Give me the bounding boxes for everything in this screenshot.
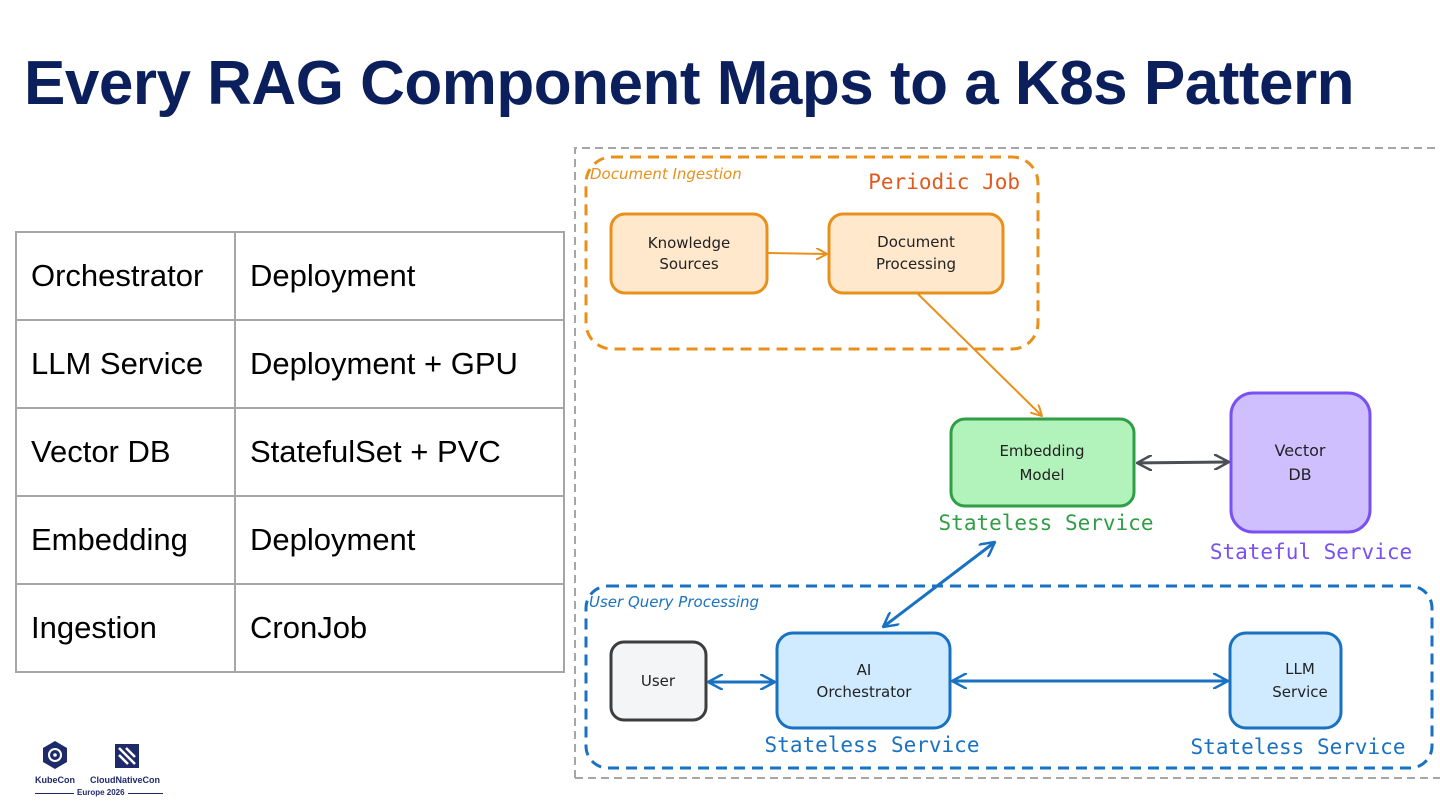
- embedding-model-label-2: Model: [1019, 466, 1064, 484]
- arrow-processing-to-embedding: [917, 293, 1042, 416]
- llm-service-pattern-label: Stateless Service: [1191, 735, 1406, 759]
- vector-db-label-1: Vector: [1275, 441, 1326, 460]
- arrow-orchestrator-embedding: [883, 542, 995, 627]
- table-row: Vector DB StatefulSet + PVC: [15, 407, 565, 497]
- pattern-cell: StatefulSet + PVC: [234, 407, 565, 497]
- slide-title: Every RAG Component Maps to a K8s Patter…: [24, 49, 1355, 118]
- query-group-label: User Query Processing: [589, 593, 759, 611]
- component-cell: Ingestion: [15, 583, 236, 673]
- knowledge-sources-node[interactable]: [609, 212, 769, 295]
- component-cell: Orchestrator: [15, 231, 236, 321]
- document-processing-label-2: Processing: [876, 255, 956, 273]
- cloudnativecon-logo-text: CloudNativeCon: [90, 775, 161, 785]
- table-row: Ingestion CronJob: [15, 583, 565, 673]
- ai-orchestrator-label-1: AI: [857, 661, 872, 679]
- llm-service-label-2: Service: [1272, 683, 1327, 701]
- query-group-frame: [584, 584, 1434, 770]
- vector-db-node[interactable]: [1229, 391, 1372, 534]
- component-cell: Vector DB: [15, 407, 236, 497]
- knowledge-sources-label-2: Sources: [659, 255, 719, 273]
- kubecon-logo-icon: [43, 741, 67, 769]
- vector-db-label-2: DB: [1288, 465, 1311, 484]
- knowledge-sources-label-1: Knowledge: [648, 234, 730, 252]
- document-processing-node[interactable]: [827, 212, 1005, 295]
- arrow-knowledge-to-processing: [767, 253, 827, 254]
- cloudnativecon-logo-icon: [115, 744, 139, 768]
- ai-orchestrator-label-2: Orchestrator: [817, 683, 913, 701]
- embedding-pattern-label: Stateless Service: [939, 511, 1154, 535]
- table-row: LLM Service Deployment + GPU: [15, 319, 565, 409]
- event-logos: KubeCon CloudNativeCon Europe 2026: [30, 738, 170, 800]
- llm-service-label-1: LLM: [1285, 660, 1315, 678]
- pattern-cell: Deployment: [234, 495, 565, 585]
- document-processing-label-1: Document: [877, 233, 955, 251]
- embedding-model-label-1: Embedding: [999, 442, 1084, 460]
- llm-service-node[interactable]: [1228, 631, 1343, 730]
- arrow-embedding-vector-db: [1137, 462, 1229, 463]
- table-row: Orchestrator Deployment: [15, 231, 565, 321]
- component-cell: LLM Service: [15, 319, 236, 409]
- periodic-job-label: Periodic Job: [868, 170, 1020, 194]
- ingestion-group-frame: [584, 155, 1040, 351]
- kubecon-logo-text: KubeCon: [35, 775, 75, 785]
- event-name: Europe 2026: [74, 788, 128, 797]
- table-row: Embedding Deployment: [15, 495, 565, 585]
- user-label: User: [641, 672, 676, 690]
- mapping-table: Orchestrator Deployment LLM Service Depl…: [15, 231, 565, 673]
- vector-db-pattern-label: Stateful Service: [1210, 540, 1412, 564]
- component-cell: Embedding: [15, 495, 236, 585]
- pattern-cell: Deployment: [234, 231, 565, 321]
- ai-orchestrator-node[interactable]: [775, 631, 952, 730]
- outer-boundary: [574, 147, 1440, 779]
- pattern-cell: Deployment + GPU: [234, 319, 565, 409]
- ai-orchestrator-pattern-label: Stateless Service: [765, 733, 980, 757]
- pattern-cell: CronJob: [234, 583, 565, 673]
- ingestion-group-label: Document Ingestion: [590, 165, 742, 183]
- embedding-model-node[interactable]: [949, 417, 1136, 508]
- user-node[interactable]: [609, 640, 708, 722]
